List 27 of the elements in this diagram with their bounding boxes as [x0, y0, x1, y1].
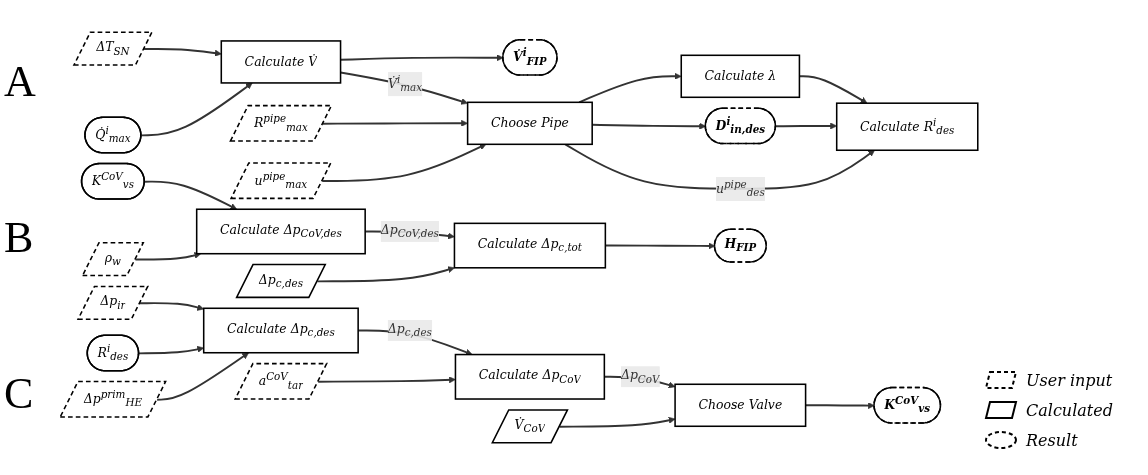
arrow — [143, 47, 222, 57]
edge-label: Δp$_{CoV,des}$ — [380, 222, 439, 240]
section-letter: A — [4, 56, 37, 108]
node-box: Calculate Δp$_{c,tot}$ — [453, 222, 607, 269]
arrow — [322, 119, 468, 127]
arrow — [134, 252, 202, 261]
legend-label: Calculated — [1026, 400, 1113, 420]
node-box: Calculate Δp$_{c,des}$ — [202, 307, 359, 354]
arrow — [316, 266, 455, 283]
legend-label: User input — [1026, 370, 1113, 390]
legend-label: Result — [1026, 430, 1078, 450]
arrow — [321, 143, 487, 183]
arrow — [578, 72, 682, 104]
node-box: Calculate Δp$_{CoV,des}$ — [195, 208, 366, 255]
node-box: Choose Valve — [674, 383, 807, 428]
edge-label: Δp$_{CoV}$ — [620, 367, 660, 386]
arrow — [140, 82, 253, 137]
section-letter: B — [4, 212, 35, 263]
section-letter: C — [4, 367, 35, 419]
arrow — [317, 376, 456, 384]
arrow — [156, 352, 249, 401]
node-box: Calculate λ — [680, 54, 801, 99]
node-box: Calculate Δp$_{CoV}$ — [454, 353, 606, 400]
edge-label: Δp$_{c,des}$ — [387, 321, 432, 339]
arrow — [558, 416, 676, 428]
arrow — [138, 302, 204, 311]
node-box: Choose Pipe — [466, 101, 593, 146]
